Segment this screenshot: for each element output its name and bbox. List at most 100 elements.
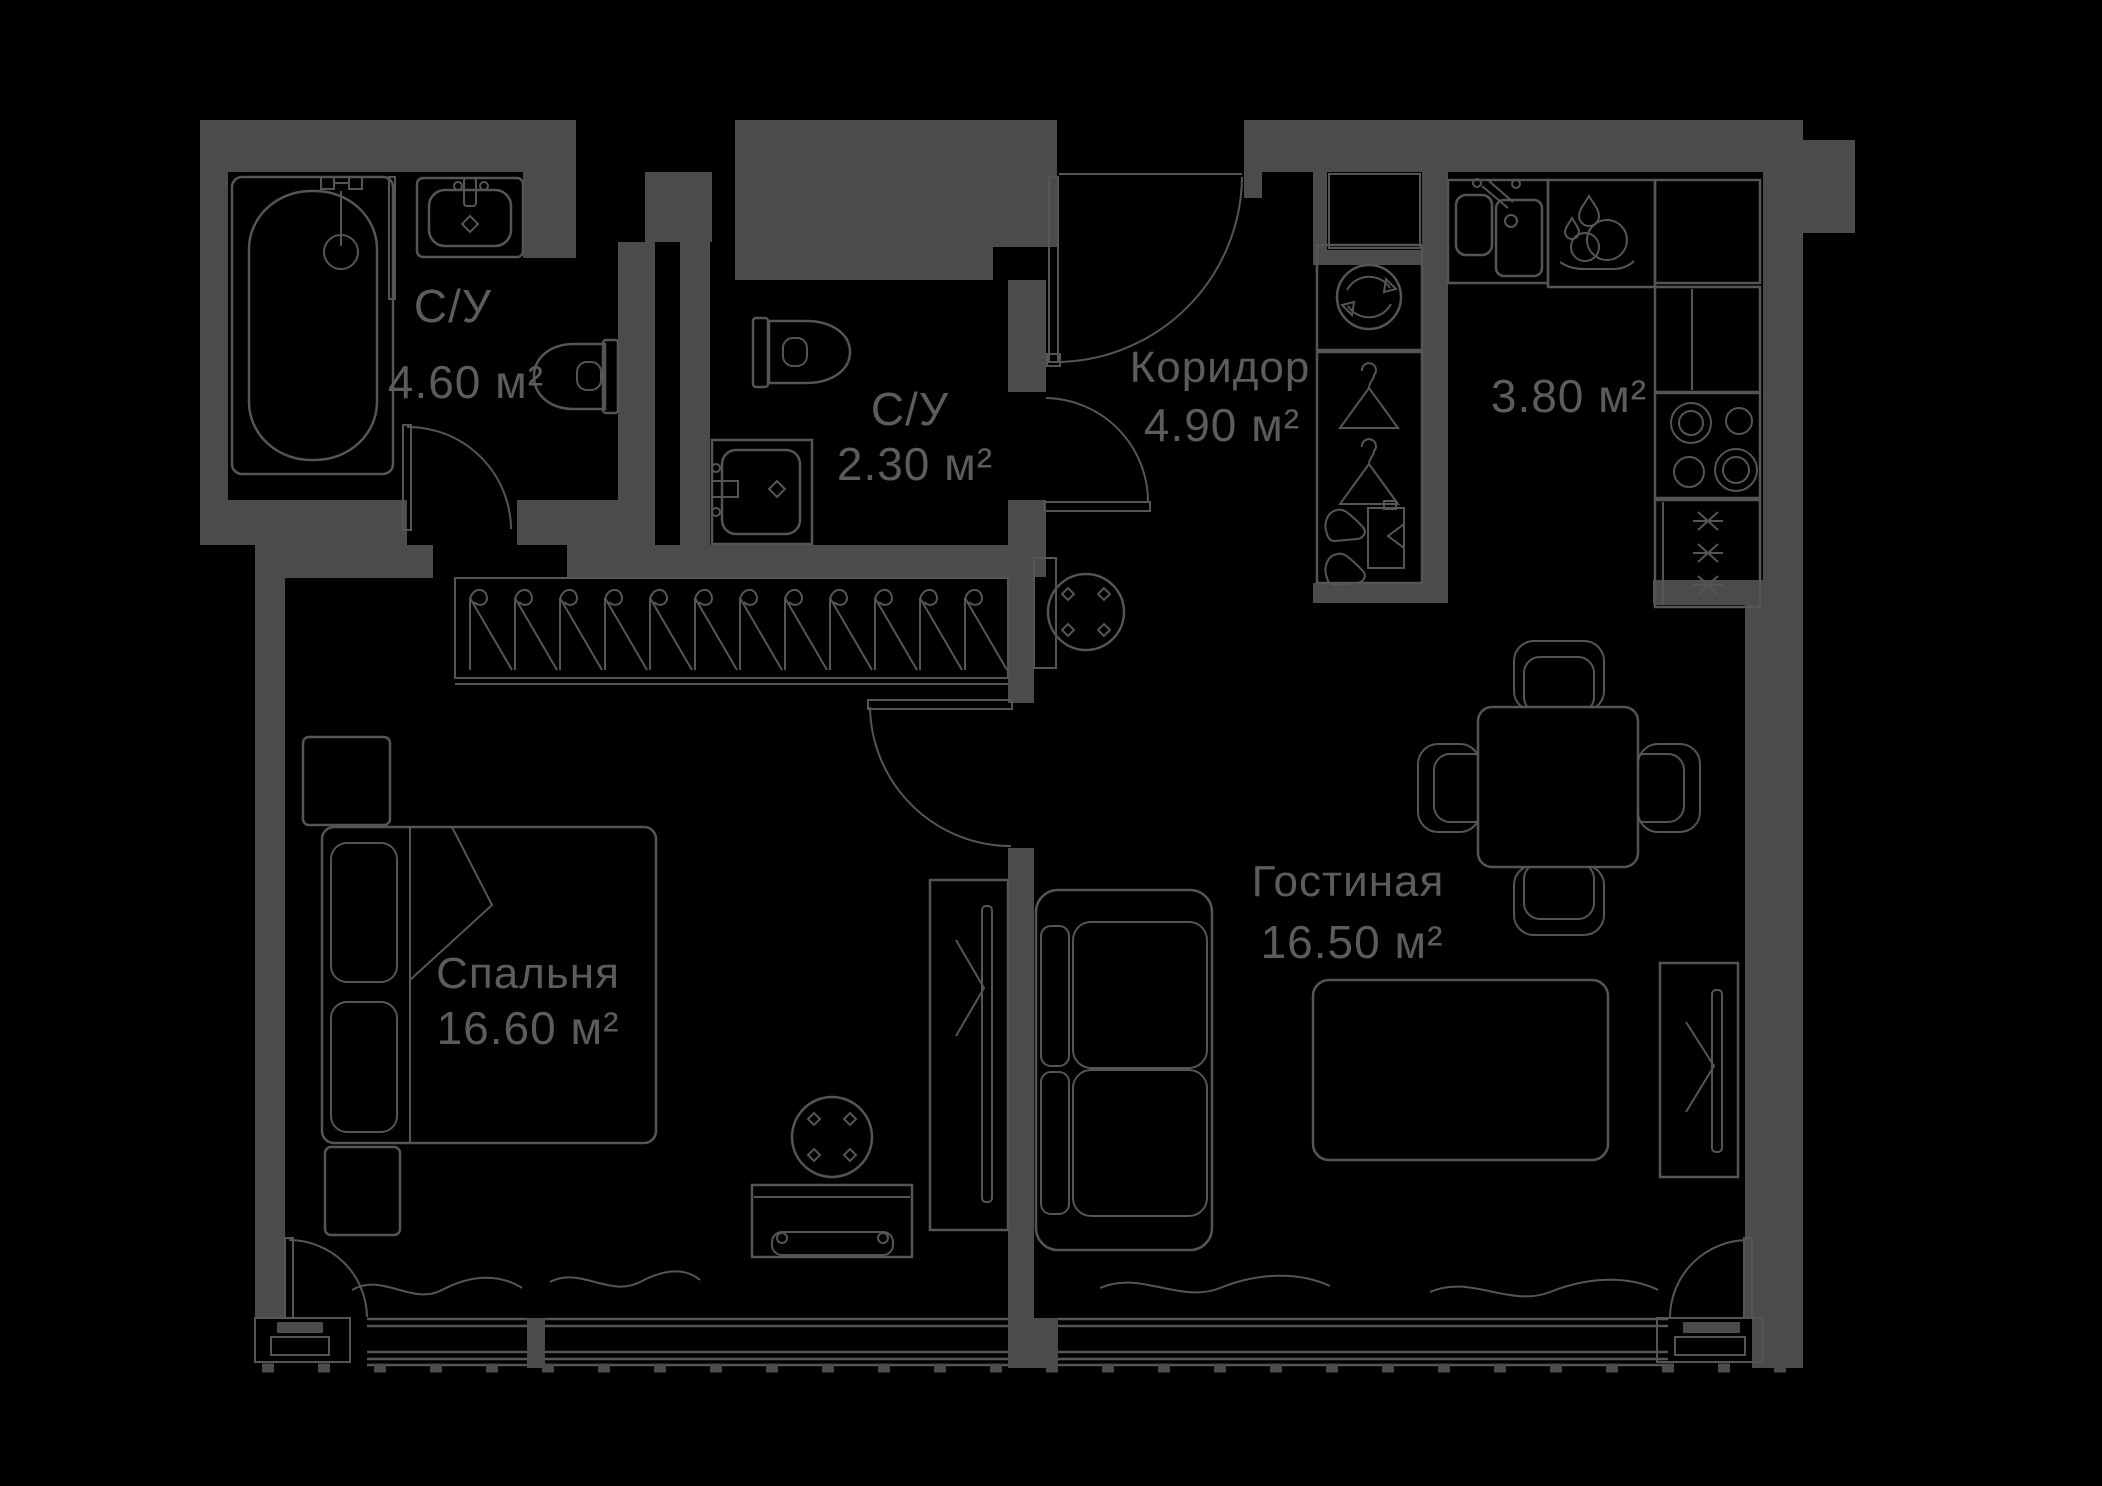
wall-bath1-bottom-east xyxy=(517,500,655,545)
room-area-kitchen: 3.80 м² xyxy=(1491,370,1647,422)
bathroom-2-door-swing xyxy=(1045,397,1149,503)
wall-utility-bottom xyxy=(1313,583,1448,603)
wardrobe-hangers-icon xyxy=(469,588,1008,671)
washing-machine-icon xyxy=(1315,243,1424,352)
wall-right-upper xyxy=(1763,172,1803,582)
wall-top-east xyxy=(1244,120,1803,172)
room-area-living: 16.50 м² xyxy=(1261,916,1444,968)
balcony-door-west-swing xyxy=(288,1239,368,1318)
room-area-corridor: 4.90 м² xyxy=(1144,399,1300,451)
wall-over-bath2 xyxy=(735,120,993,280)
sofa xyxy=(1034,888,1214,1252)
kitchen-fixtures xyxy=(1446,178,1762,609)
doors xyxy=(284,173,1753,1319)
wall-left-upper xyxy=(200,172,228,500)
wall-window-mullion xyxy=(527,1318,545,1368)
wall-left-lower xyxy=(255,545,285,1318)
wall-bedroom-north-east xyxy=(567,545,1008,578)
wall-niche-block xyxy=(645,172,712,242)
bathroom-1-door xyxy=(402,424,512,531)
bathroom-1-fixtures xyxy=(230,175,620,476)
rug xyxy=(1311,978,1610,1162)
entry-door-leaf xyxy=(1048,176,1059,363)
bathroom-2-door-leaf xyxy=(1043,501,1151,512)
balcony-door-east xyxy=(1669,1237,1753,1319)
sliding-wardrobe xyxy=(454,577,1009,685)
bathtub-icon xyxy=(230,175,396,476)
drawer-cabinet-icon xyxy=(1367,500,1405,569)
chair-south xyxy=(1513,864,1605,936)
bathroom-1-door-leaf xyxy=(402,424,412,531)
room-area-bathroom-2: 2.30 м² xyxy=(837,438,993,490)
room-label-living: Гостиная xyxy=(1252,857,1445,906)
bathroom-2-fixtures xyxy=(710,316,852,546)
living-room-furniture xyxy=(1033,557,1740,1252)
wall-bath1-bottom-west xyxy=(200,500,407,545)
curtain-waves xyxy=(351,1270,1659,1298)
tv-unit-east xyxy=(1658,961,1740,1179)
nightstand-north xyxy=(301,735,392,827)
tv-icon xyxy=(981,905,993,1203)
dressing-table xyxy=(750,1183,914,1259)
bath-sink-icon xyxy=(415,176,525,259)
wall-partition-foot xyxy=(1008,1318,1058,1368)
pillow xyxy=(330,842,398,983)
chair-east xyxy=(1637,743,1701,833)
room-label-corridor: Коридор xyxy=(1130,343,1311,392)
entry-door xyxy=(1046,173,1243,367)
bathroom-1-door-swing xyxy=(406,425,512,530)
vent-shaft xyxy=(1328,173,1421,249)
wall-right-lower xyxy=(1745,605,1803,1318)
dishwasher-icon xyxy=(1546,178,1657,289)
wall-bath2-east-lower xyxy=(1008,500,1046,577)
bedroom-door xyxy=(867,699,1013,847)
room-label-bathroom-1: С/У xyxy=(414,280,492,332)
washbasin-icon xyxy=(710,438,814,546)
bed xyxy=(320,825,658,1145)
wall-top-west xyxy=(200,120,546,172)
window-band xyxy=(367,1317,1668,1367)
stool xyxy=(790,1095,874,1179)
wall-corner-se xyxy=(1752,1318,1803,1368)
console-table xyxy=(1033,557,1057,669)
wall-utility-east xyxy=(1422,172,1448,603)
bedroom-door-leaf xyxy=(867,699,1013,710)
balcony-door-west-leaf xyxy=(284,1237,294,1319)
bedroom-furniture xyxy=(301,577,1010,1259)
windows xyxy=(254,1270,1792,1373)
stove-burners-icon xyxy=(1653,391,1762,500)
room-area-bathroom-1: 4.60 м² xyxy=(388,356,544,408)
walls xyxy=(200,120,1855,1368)
room-labels: С/У 4.60 м² С/У 2.30 м² Коридор 4.90 м² … xyxy=(388,280,1647,1054)
hanger-icon xyxy=(1338,362,1400,505)
tv-icon xyxy=(1711,989,1723,1153)
wall-shaft-bottom xyxy=(1313,250,1448,265)
bedroom-door-swing xyxy=(869,706,1012,847)
hall-wardrobe xyxy=(1315,350,1424,587)
pillow xyxy=(330,1001,398,1133)
utility-column xyxy=(1315,173,1424,587)
balcony-west xyxy=(254,1317,351,1363)
balcony-east xyxy=(1656,1317,1764,1363)
toilet-icon xyxy=(751,316,852,389)
bath-screen xyxy=(388,176,396,300)
wall-entry-west-jamb xyxy=(993,120,1057,247)
wall-shaft-west xyxy=(1313,172,1327,265)
kitchen-sink-icon xyxy=(1446,178,1550,285)
toilet-icon xyxy=(532,338,620,415)
bathroom-2-door xyxy=(1043,397,1151,512)
shoes-icon xyxy=(1324,508,1366,587)
wall-bath2-east-upper xyxy=(1008,280,1046,392)
wall-kitchen-stub xyxy=(1653,580,1803,605)
wall-sink-nook xyxy=(523,172,576,258)
wall-entry-east-jamb xyxy=(1244,172,1262,198)
room-label-bedroom: Спальня xyxy=(436,949,620,998)
wall-partition-upper xyxy=(1008,577,1034,703)
balcony-door-west xyxy=(284,1237,368,1319)
dining-table xyxy=(1476,705,1640,869)
kitchen-counter xyxy=(1653,178,1762,285)
blanket-fold xyxy=(409,826,494,981)
entry-door-swing xyxy=(1054,176,1243,363)
